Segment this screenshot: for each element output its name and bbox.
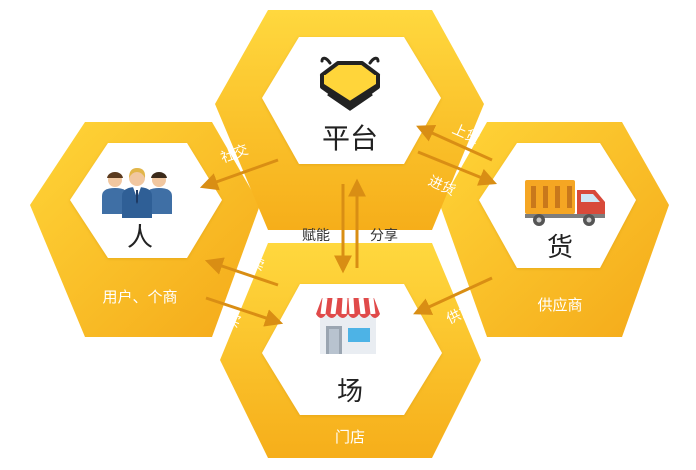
goods-caption: 供应商 xyxy=(537,296,582,314)
venue-caption: 门店 xyxy=(335,428,365,446)
arrow-sell xyxy=(204,257,279,287)
people-icon xyxy=(102,168,172,218)
label-empower: 赋能 xyxy=(302,228,330,244)
label-sell: 卖 xyxy=(248,254,267,274)
label-buy: 买 xyxy=(224,311,243,331)
people-caption: 用户、个商 xyxy=(102,288,177,306)
store-icon xyxy=(316,297,380,354)
arrow-list-goods xyxy=(416,124,493,162)
venue-title: 场 xyxy=(337,377,363,407)
arrow-supply xyxy=(413,276,493,315)
bee-icon xyxy=(320,56,380,111)
label-share: 分享 xyxy=(370,227,398,244)
people-title: 人 xyxy=(127,223,153,253)
arrow-social xyxy=(199,158,279,191)
node-platform xyxy=(215,10,484,230)
arrow-buy xyxy=(205,296,284,327)
arrow-purchase xyxy=(417,150,498,186)
goods-title: 货 xyxy=(547,233,573,263)
truck-icon xyxy=(525,180,605,226)
platform-title: 平台 xyxy=(322,122,378,155)
